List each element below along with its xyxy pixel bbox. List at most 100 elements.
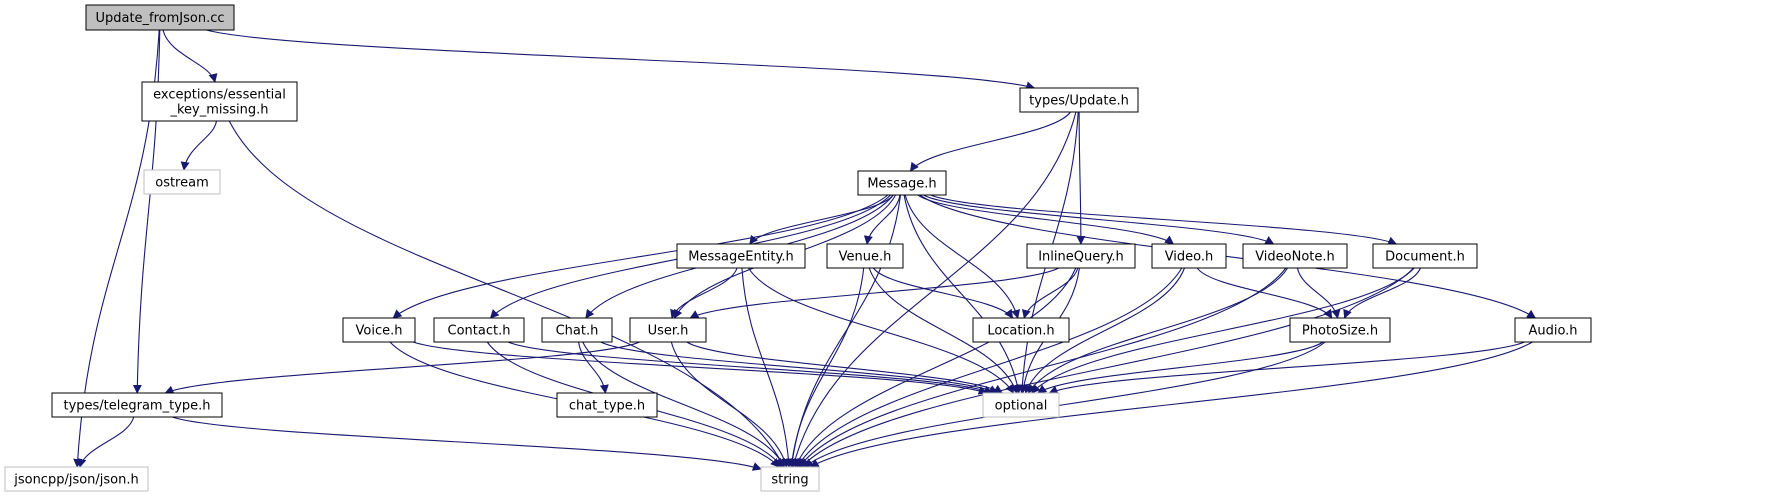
edge-essential-to-string [228,120,785,468]
node-document[interactable]: Document.h [1372,243,1478,269]
edge-message-to-document [930,194,1398,246]
edge-videonote-to-optional [1027,267,1289,394]
edge-video-to-optional [1024,267,1186,394]
edge-videonote-to-photosize [1296,267,1341,319]
node-audio-label: Audio.h [1528,324,1577,339]
node-essential-label-line-2: _key_missing.h [169,103,268,118]
edge-document-to-photosize [1343,267,1421,319]
node-inlinequery-label: InlineQuery.h [1038,250,1124,265]
node-document-box [1372,243,1478,269]
node-location-label: Location.h [987,324,1054,339]
node-location-box [972,317,1070,343]
edge-venue-to-optional [868,267,1019,394]
node-venue[interactable]: Venue.h [826,243,904,269]
node-video-label: Video.h [1165,250,1214,265]
node-contact[interactable]: Contact.h [433,317,525,343]
edge-chat-to-string [582,341,785,468]
edge-user-to-optional [686,341,1003,394]
node-inlinequery[interactable]: InlineQuery.h [1026,243,1136,269]
node-inlinequery-box [1026,243,1136,269]
node-optional-label: optional [995,399,1048,414]
edge-message-to-voice [392,194,889,319]
node-venue-box [826,243,904,269]
edge-msgentity-to-user [670,267,738,319]
node-update-label: types/Update.h [1029,94,1129,109]
edge-message-to-videonote [923,194,1275,245]
node-msgentity-box [676,243,806,269]
edge-user-to-telegram [164,341,640,395]
node-telegram-box [51,392,223,418]
node-audio[interactable]: Audio.h [1514,317,1592,343]
node-optional-box [982,392,1060,418]
edge-contact-to-optional [507,341,993,395]
edge-video-to-photosize [1196,267,1333,319]
node-videonote[interactable]: VideoNote.h [1242,243,1348,269]
node-update-box [1019,87,1139,113]
edge-msgentity-to-optional [748,267,1014,394]
edge-message-to-msgentity [749,194,894,245]
node-message-box [857,170,947,196]
edge-message-to-video [917,194,1175,245]
edge-videonote-to-string [798,267,1287,468]
node-chattype-box [556,392,658,418]
edge-photosize-to-string [804,341,1326,468]
node-update[interactable]: types/Update.h [1019,87,1139,113]
nodes-layer: Update_fromJson.cc exceptions/essential_k… [4,4,1592,492]
node-message-label: Message.h [867,177,936,192]
node-chattype[interactable]: chat_type.h [556,392,658,418]
node-ostream-box [143,169,221,195]
edge-venue-to-location [872,267,1014,319]
node-telegram[interactable]: types/telegram_type.h [51,392,223,418]
edge-user-to-string [670,341,789,468]
node-ostream: ostream [143,169,221,195]
node-essential[interactable]: exceptions/essential_key_missing.h [141,81,298,122]
edge-chat-to-chattype [578,341,609,394]
edge-voice-to-optional [413,341,988,395]
edge-telegram-to-jsonh [77,416,135,468]
node-user-label: User.h [648,324,689,339]
edge-venue-to-string [787,267,865,468]
edges-layer [73,29,1537,471]
node-jsonh-box [4,466,149,492]
edge-photosize-to-optional [1037,341,1324,394]
edge-audio-to-optional [1048,341,1525,395]
node-video[interactable]: Video.h [1151,243,1227,269]
edge-video-to-string [796,267,1183,468]
node-videonote-box [1242,243,1348,269]
node-string: string [760,466,820,492]
node-document-label: Document.h [1385,250,1465,265]
edge-inlinequery-to-string [794,267,1077,468]
edge-root-to-essential [162,29,218,83]
edge-message-to-venue [863,194,901,245]
node-audio-box [1514,317,1592,343]
node-photosize[interactable]: PhotoSize.h [1289,317,1391,343]
node-message[interactable]: Message.h [857,170,947,196]
node-ostream-label: ostream [155,176,209,191]
edge-inlinequery-to-user [689,267,1059,319]
node-video-box [1151,243,1227,269]
edge-document-to-string [800,267,1414,468]
node-chat-box [541,317,613,343]
node-location[interactable]: Location.h [972,317,1070,343]
node-chat[interactable]: Chat.h [541,317,613,343]
edge-root-to-update [206,29,1036,91]
edge-inlinequery-to-location [1022,267,1079,319]
node-contact-box [433,317,525,343]
edge-message-to-audio [919,194,1537,319]
node-root[interactable]: Update_fromJson.cc [85,4,235,31]
node-telegram-label: types/telegram_type.h [63,399,210,414]
node-photosize-box [1289,317,1391,343]
node-msgentity[interactable]: MessageEntity.h [676,243,806,269]
node-essential-box [141,81,298,122]
edge-message-to-optional [903,194,1022,394]
edge-telegram-to-string [172,416,762,471]
node-voice-label: Voice.h [356,324,403,339]
node-essential-label: exceptions/essential_key_missing.h [153,88,286,118]
node-user[interactable]: User.h [629,317,707,343]
node-voice[interactable]: Voice.h [342,317,416,343]
node-voice-box [342,317,416,343]
node-user-box [629,317,707,343]
node-contact-label: Contact.h [448,324,511,339]
node-jsonh: jsoncpp/json/json.h [4,466,149,492]
